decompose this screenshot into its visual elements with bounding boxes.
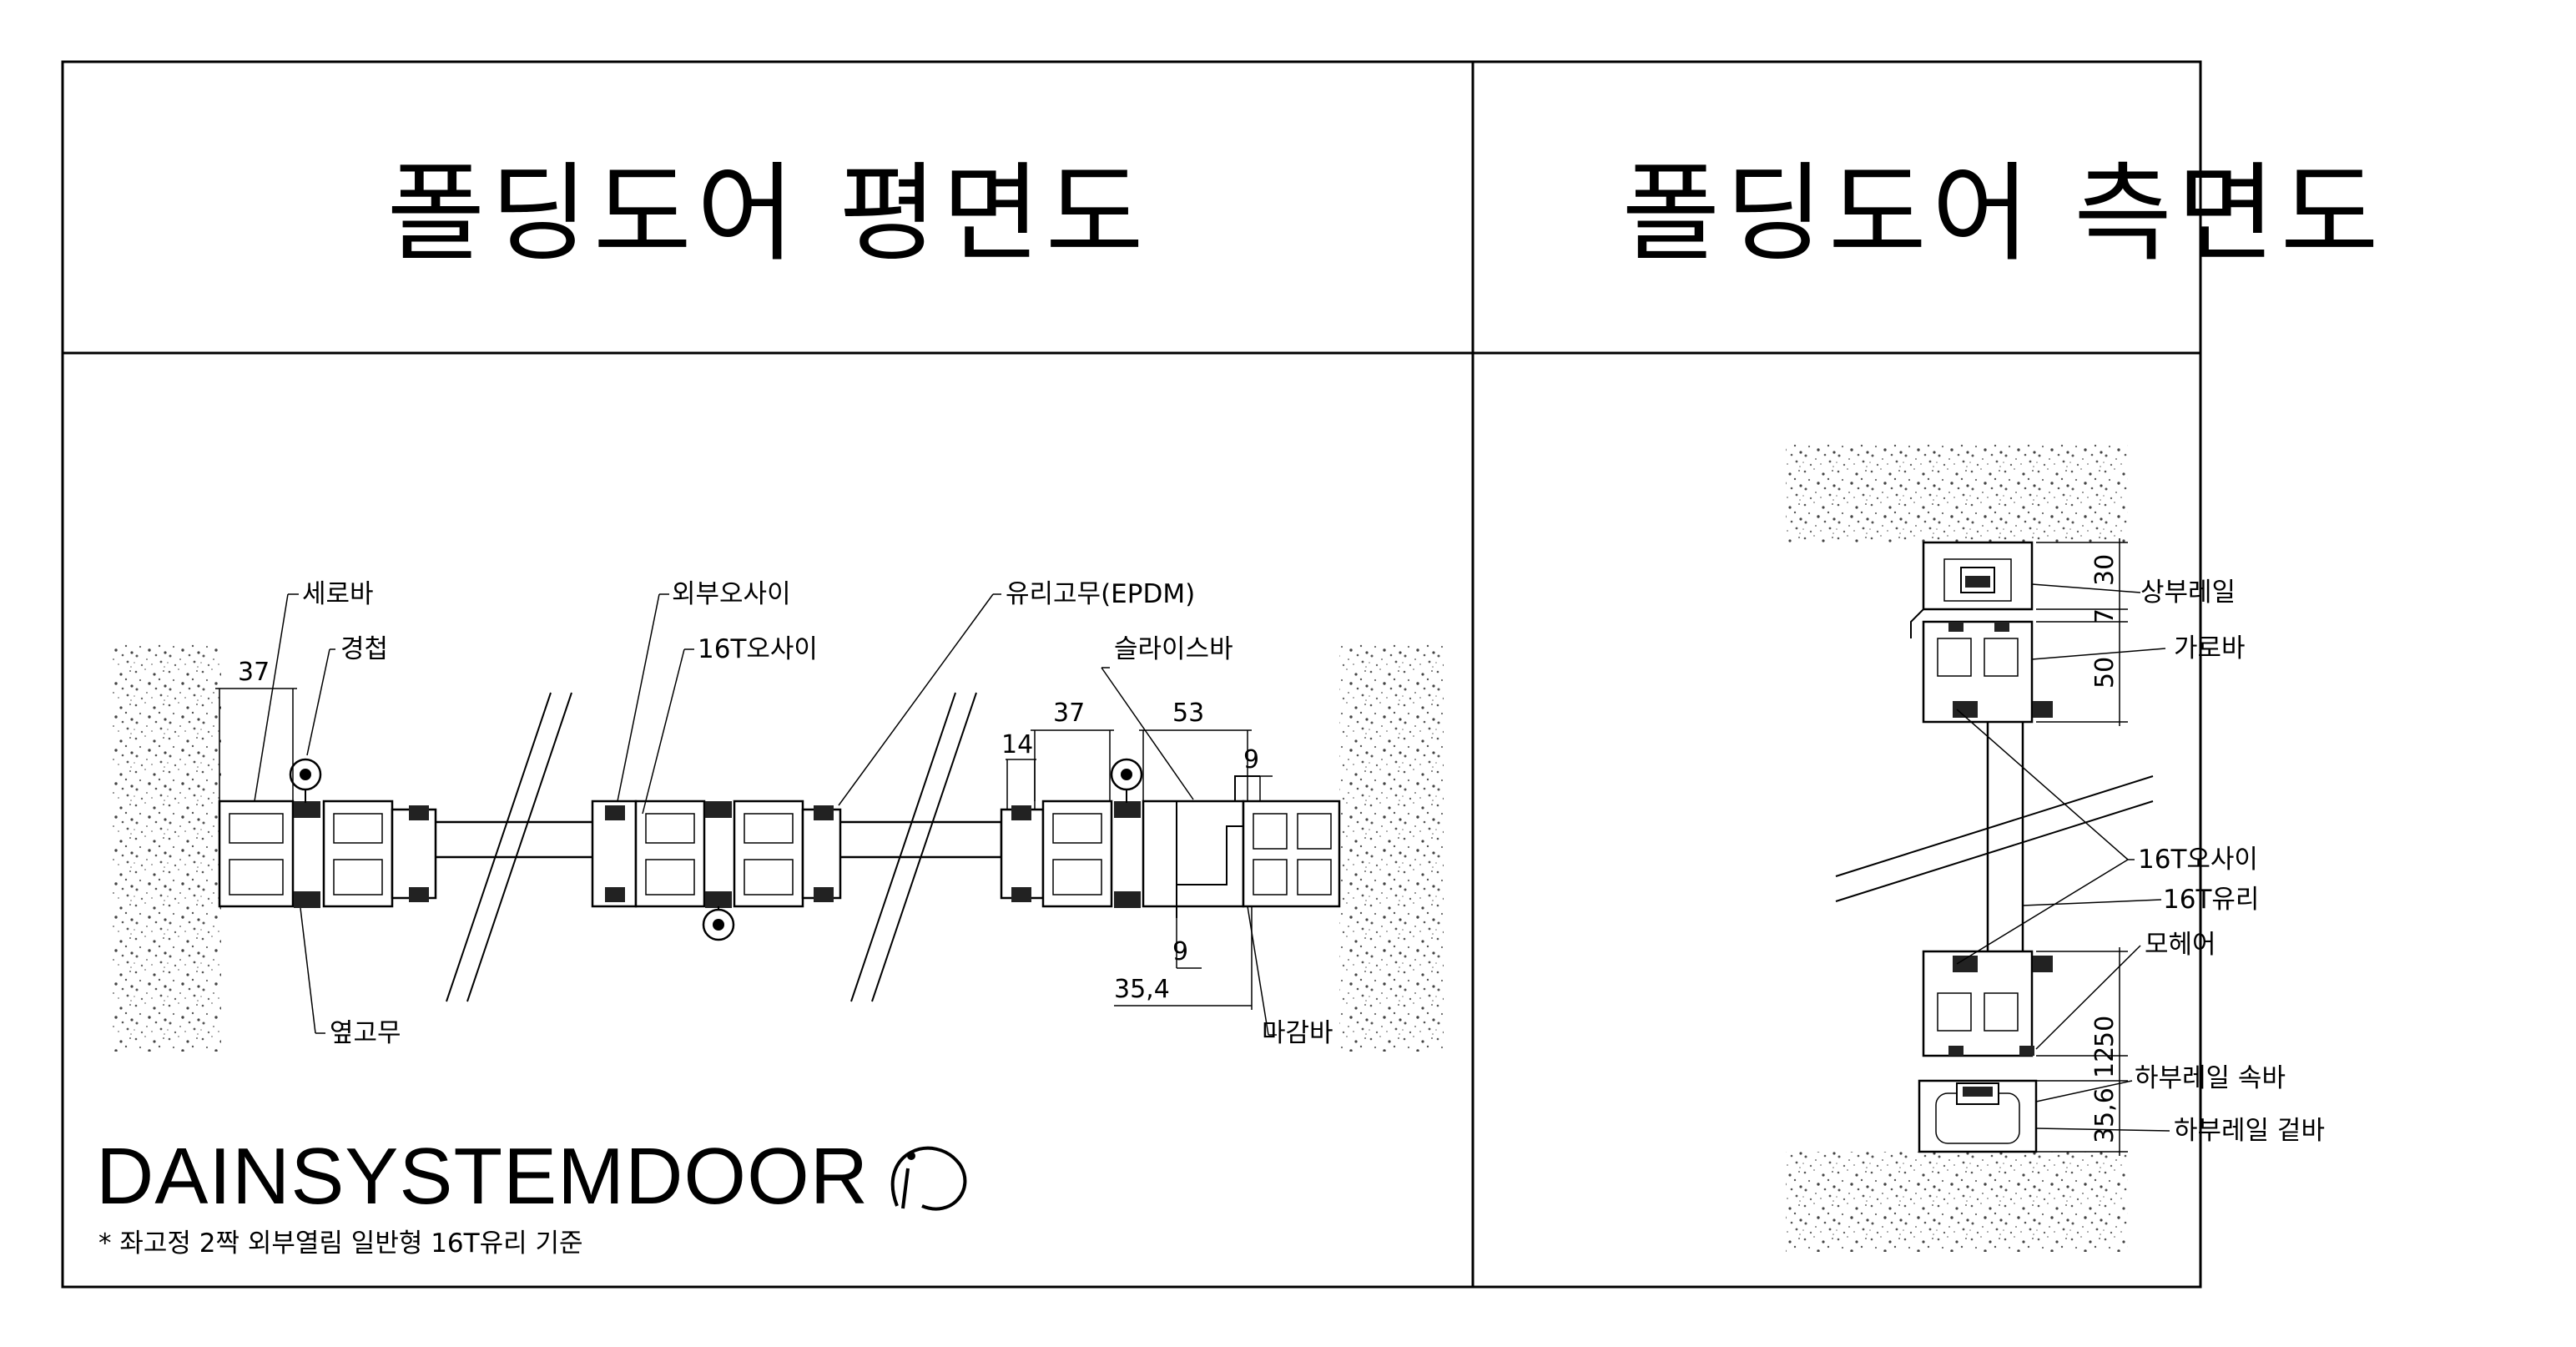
dim-50-top: 50 (2090, 657, 2120, 689)
side-ceiling (1786, 442, 2128, 542)
side-dimensions (2036, 538, 2128, 1156)
label-upper-rail: 상부레일 (2140, 578, 2236, 608)
label-mohair: 모헤어 (2145, 930, 2216, 960)
label-glass-16t: 16T유리 (2163, 885, 2259, 915)
label-serobar: 세로바 (302, 579, 374, 609)
label-finish-bar: 마감바 (1262, 1018, 1333, 1048)
plan-wall-left (113, 643, 221, 1052)
plan-profile-right (1000, 758, 1341, 918)
plan-leaders (254, 593, 1277, 1036)
dim-14: 14 (1001, 730, 1033, 759)
side-view: 30 7 50 50 12 35,6 상부레일 가로바 16T오사이 16T유리… (1786, 442, 2325, 1252)
side-floor (1786, 1152, 2128, 1252)
plan-profile-middle (591, 800, 842, 941)
dim-53: 53 (1172, 699, 1204, 728)
dim-50-bottom: 50 (2090, 1016, 2120, 1047)
dim-37-left: 37 (238, 658, 270, 687)
di-logo-icon (890, 1146, 967, 1211)
label-garobar: 가로바 (2174, 633, 2246, 663)
label-lower-inner: 하부레일 속바 (2135, 1063, 2286, 1093)
sheet-frame (61, 60, 2202, 1289)
label-osai-16t-plan: 16T오사이 (698, 634, 818, 664)
side-leaders (1956, 583, 2170, 1132)
label-osai-16t-side: 16T오사이 (2138, 845, 2258, 875)
side-upper-rail (1910, 541, 2034, 638)
side-title: 폴딩도어 측면도 (1621, 152, 2383, 276)
plan-title: 폴딩도어 평면도 (386, 152, 1148, 276)
dim-37-right: 37 (1053, 699, 1085, 728)
brand-note: * 좌고정 2짝 외부열림 일반형 16T유리 기준 (98, 1228, 583, 1259)
dim-35-6: 35,6 (2090, 1087, 2120, 1143)
label-hinge: 경첩 (340, 634, 388, 664)
label-side-rubber: 옆고무 (330, 1018, 401, 1048)
plan-dimensions (215, 688, 1273, 1010)
side-garobar-top (1922, 620, 2053, 724)
plan-view: 37 37 53 14 9 9 35,4 세로바 경첩 옆고무 (113, 579, 1444, 1052)
plan-wall-right (1339, 643, 1444, 1052)
dim-35-4: 35,4 (1114, 975, 1170, 1004)
side-garobar-bottom (1922, 950, 2053, 1057)
label-lower-outer: 하부레일 겉바 (2174, 1116, 2325, 1146)
dim-12: 12 (2090, 1047, 2120, 1078)
dim-7: 7 (2090, 608, 2120, 624)
label-glass-rubber: 유리고무(EPDM) (1006, 579, 1195, 609)
plan-glass-2 (824, 820, 1003, 859)
dim-9-top: 9 (1243, 745, 1259, 774)
plan-profile-left (218, 758, 437, 908)
label-outer-osai: 외부오사이 (672, 579, 791, 609)
side-lower-rail (1918, 1079, 2038, 1153)
dim-30: 30 (2090, 554, 2120, 586)
label-slide-bar: 슬라이스바 (1114, 634, 1233, 664)
brand-name: DAINSYSTEMDOOR (96, 1132, 869, 1221)
dim-9-bottom: 9 (1172, 937, 1188, 966)
break-lines (446, 692, 977, 1002)
